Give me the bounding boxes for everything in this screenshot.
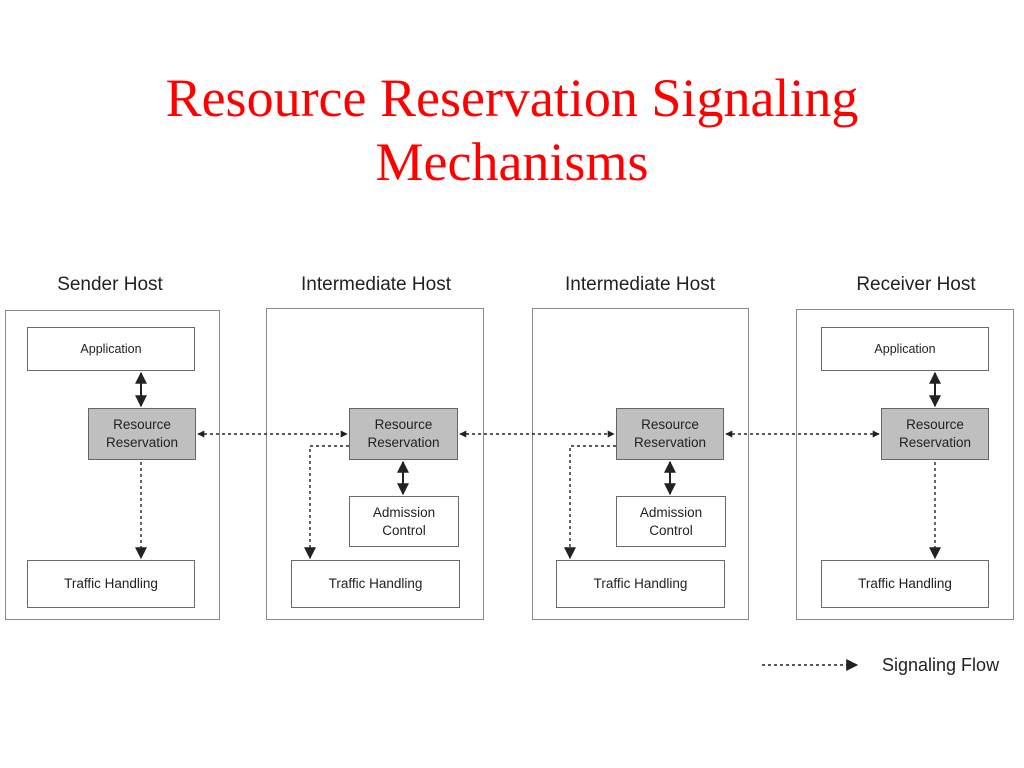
intermediate-host-1-title: Intermediate Host <box>301 274 451 295</box>
sender-resource-reservation-box: Resource Reservation <box>88 408 196 460</box>
intermediate-host-2-title: Intermediate Host <box>565 274 715 295</box>
receiver-host-title: Receiver Host <box>856 274 976 295</box>
intermediate-1-traffic-handling-box: Traffic Handling <box>291 560 460 608</box>
slide-title: Resource Reservation Signaling Mechanism… <box>0 66 1024 194</box>
sender-application-box: Application <box>27 327 195 371</box>
intermediate-2-resource-reservation-box: Resource Reservation <box>616 408 724 460</box>
receiver-traffic-handling-box: Traffic Handling <box>821 560 989 608</box>
legend-signaling-flow-label: Signaling Flow <box>882 655 1000 675</box>
intermediate-1-resource-reservation-box: Resource Reservation <box>349 408 458 460</box>
intermediate-2-admission-control-box: Admission Control <box>616 496 726 547</box>
intermediate2-rr-traffic-arrow <box>564 445 616 560</box>
slide-title-line-1: Resource Reservation Signaling <box>165 68 859 128</box>
sender-traffic-handling-box: Traffic Handling <box>27 560 195 608</box>
slide-title-line-2: Mechanisms <box>375 132 649 192</box>
intermediate-2-traffic-handling-box: Traffic Handling <box>556 560 725 608</box>
intermediate1-rr-traffic-arrow <box>304 445 349 560</box>
intermediate-1-admission-control-box: Admission Control <box>349 496 459 547</box>
sender-host-title: Sender Host <box>57 274 163 295</box>
receiver-resource-reservation-box: Resource Reservation <box>881 408 989 460</box>
receiver-application-box: Application <box>821 327 989 371</box>
